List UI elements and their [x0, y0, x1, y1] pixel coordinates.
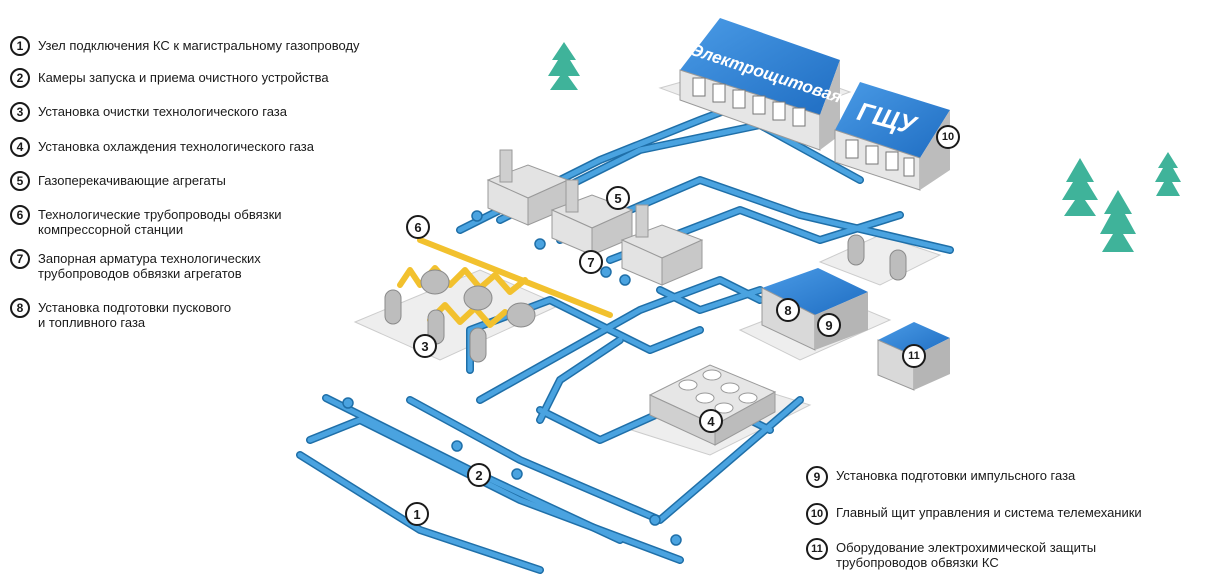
legend-text: Главный щит управления и система телемех… — [836, 505, 1142, 520]
legend-number: 4 — [10, 137, 30, 157]
legend-item: 6 Технологические трубопроводы обвязки к… — [10, 205, 282, 237]
marker-8: 8 — [776, 298, 800, 322]
legend-item: 9 Установка подготовки импульсного газа — [806, 466, 1075, 488]
legend-item: 2 Камеры запуска и приема очистного устр… — [10, 68, 329, 88]
legend-item: 1 Узел подключения КС к магистральному г… — [10, 36, 360, 56]
legend-text: Оборудование электрохимической защиты тр… — [836, 540, 1097, 570]
legend-text: Запорная арматура технологических трубоп… — [38, 251, 261, 281]
tree-icon — [548, 42, 1181, 252]
legend-number: 1 — [10, 36, 30, 56]
marker-6: 6 — [406, 215, 430, 239]
gshu-building — [834, 82, 950, 191]
marker-4: 4 — [699, 409, 723, 433]
legend-item: 3 Установка очистки технологического газ… — [10, 102, 287, 122]
legend-item: 7 Запорная арматура технологических труб… — [10, 249, 261, 281]
legend-item: 4 Установка охлаждения технологического … — [10, 137, 314, 157]
electro-building — [679, 18, 840, 151]
legend-text: Установка охлаждения технологического га… — [38, 139, 314, 154]
marker-9: 9 — [817, 313, 841, 337]
legend-number: 5 — [10, 171, 30, 191]
gas-pipes — [397, 237, 613, 328]
marker-2: 2 — [467, 463, 491, 487]
legend-text: Установка подготовки импульсного газа — [836, 468, 1076, 483]
legend-text: Технологические трубопроводы обвязки ком… — [38, 207, 282, 237]
legend-number: 2 — [10, 68, 30, 88]
marker-7: 7 — [579, 250, 603, 274]
legend-text: Узел подключения КС к магистральному газ… — [38, 38, 360, 53]
legend-number: 8 — [10, 298, 30, 318]
legend-text: Установка очистки технологического газа — [38, 104, 287, 119]
compressor-units — [486, 149, 704, 286]
marker-10: 10 — [936, 125, 960, 149]
legend-item: 11 Оборудование электрохимической защиты… — [806, 538, 1096, 570]
valve-icon — [342, 210, 682, 546]
legend-number: 6 — [10, 205, 30, 225]
marker-11: 11 — [902, 344, 926, 368]
legend-number: 9 — [806, 466, 828, 488]
legend-number: 11 — [806, 538, 828, 560]
impulse-gas-tanks — [847, 234, 907, 281]
legend-text: Камеры запуска и приема очистного устрой… — [38, 70, 329, 85]
legend-number: 3 — [10, 102, 30, 122]
legend-item: 5 Газоперекачивающие агрегаты — [10, 171, 226, 191]
marker-1: 1 — [405, 502, 429, 526]
legend-number: 10 — [806, 503, 828, 525]
legend-item: 8 Установка подготовки пускового и топли… — [10, 298, 231, 330]
marker-5: 5 — [606, 186, 630, 210]
gas-cooling-unit — [648, 364, 777, 446]
legend-number: 7 — [10, 249, 30, 269]
legend-item: 10 Главный щит управления и система теле… — [806, 503, 1142, 525]
legend-text: Установка подготовки пускового и топливн… — [38, 300, 232, 330]
legend-text: Газоперекачивающие агрегаты — [38, 173, 226, 188]
marker-3: 3 — [413, 334, 437, 358]
